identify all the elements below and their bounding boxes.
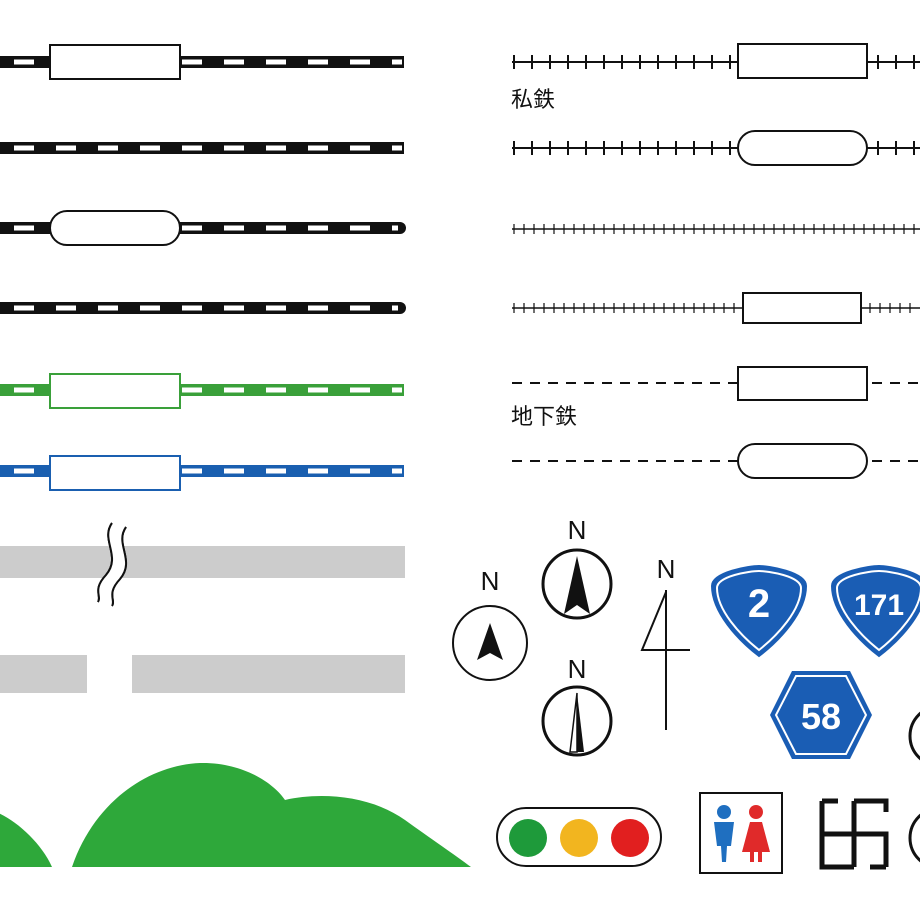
- north-label-4: N: [657, 554, 676, 584]
- subway-label: 地下鉄: [511, 405, 577, 430]
- route-number-2: 2: [748, 582, 770, 626]
- temple-icon: [819, 798, 889, 870]
- private-railway-label: 私鉄: [511, 88, 555, 113]
- partial-circle-symbol: [908, 711, 920, 863]
- route-number-58: 58: [801, 696, 841, 737]
- private-railway-line-symbol: [512, 224, 920, 234]
- jr-line-station-rounded-symbol: [0, 210, 406, 246]
- route-sign-shield-171: 171: [830, 564, 920, 658]
- north-label-2: N: [568, 515, 587, 545]
- compass-north-circle-small: N: [452, 566, 528, 681]
- road-cut-symbol: [0, 522, 405, 607]
- jr-line-rounded-end-symbol: [0, 302, 406, 314]
- route-sign-shield-2: 2: [710, 564, 808, 658]
- road-gap-symbol: [0, 655, 405, 693]
- private-railway-thin-station-symbol: [512, 292, 920, 324]
- route-number-171: 171: [854, 589, 904, 622]
- compass-north-circle-large: N: [541, 515, 613, 620]
- traffic-light-icon: [496, 807, 662, 867]
- green-line-station-symbol: [0, 373, 404, 409]
- north-label-3: N: [568, 654, 587, 684]
- compass-north-circle-needle: N: [541, 654, 613, 757]
- north-label-1: N: [481, 566, 500, 596]
- blue-line-station-symbol: [0, 455, 404, 491]
- subway-station-symbol: [512, 366, 920, 401]
- toilet-icon: [699, 792, 783, 874]
- jr-line-symbol: [0, 142, 404, 154]
- compass-north-line: N: [640, 554, 690, 730]
- private-railway-station-symbol: [512, 43, 920, 79]
- mountain-symbol: [0, 762, 471, 867]
- private-railway-rounded-station-symbol: [512, 130, 920, 166]
- jr-line-station-rect-symbol: [0, 44, 404, 80]
- subway-rounded-station-symbol: [512, 443, 920, 479]
- route-sign-hexagon-58: 58: [770, 671, 872, 759]
